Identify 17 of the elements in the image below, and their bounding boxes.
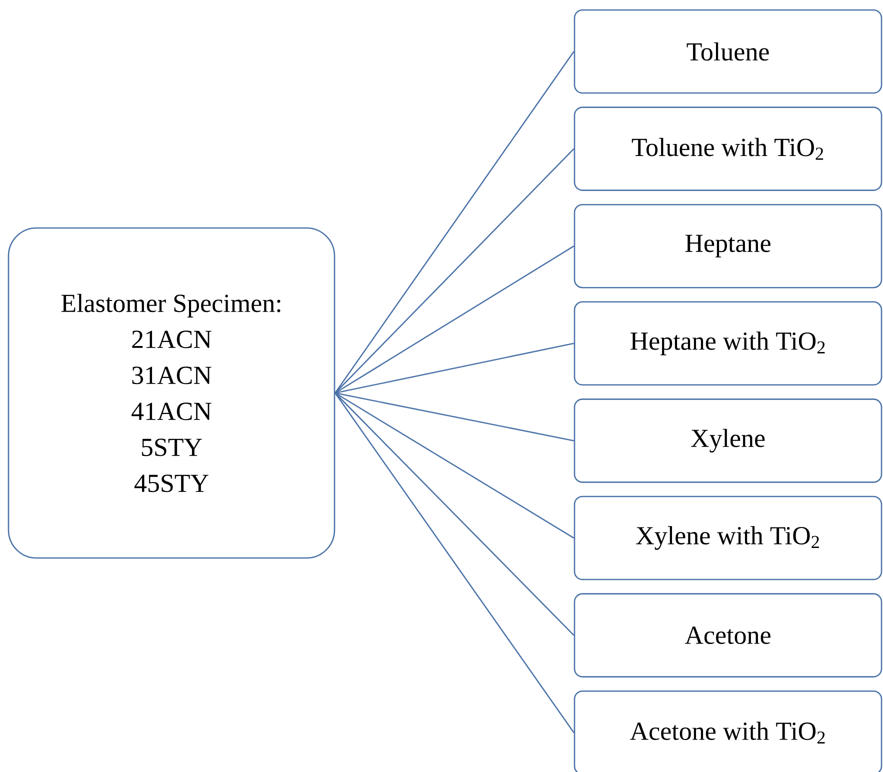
connector-line — [334, 392, 574, 733]
connector-line — [334, 148, 574, 394]
connector-line — [335, 392, 574, 442]
solvent-box: Heptane — [574, 204, 882, 288]
solvent-box: Toluene — [574, 9, 882, 94]
connector-line — [334, 51, 574, 394]
solvent-box: Acetone — [574, 593, 882, 678]
connector-line — [334, 392, 574, 636]
solvent-box: Heptane with TiO$_{2}$ — [574, 301, 882, 386]
solvent-box: Xylene with TiO$_{2}$ — [574, 496, 882, 580]
solvent-box: Xylene — [574, 398, 882, 483]
specimen-box: Elastomer Specimen: 21ACN 31ACN 41ACN 5STY 45STY — [8, 227, 336, 559]
solvent-box: Toluene with TiO$_{2}$ — [574, 106, 882, 191]
connector-line — [334, 392, 574, 539]
solvent-box: Acetone with TiO$_{2}$ — [574, 690, 882, 772]
connector-line — [335, 342, 574, 394]
connector-line — [334, 246, 574, 394]
